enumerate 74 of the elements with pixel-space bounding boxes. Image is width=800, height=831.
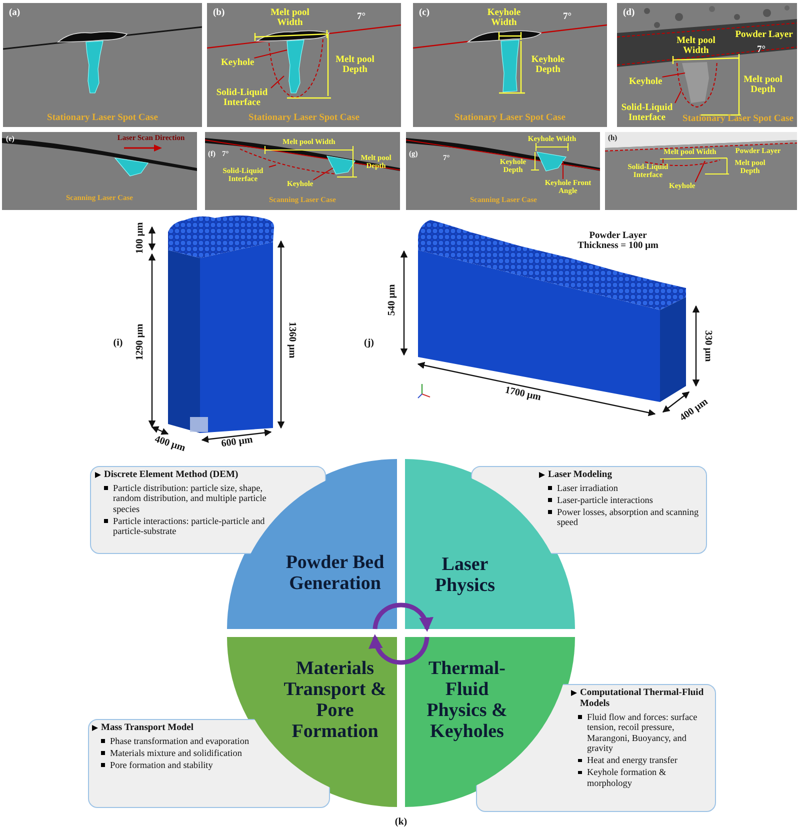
info-box bbox=[90, 466, 326, 554]
sector-title: Materials Transport & Pore Formation bbox=[283, 658, 387, 742]
panel-letter: (c) bbox=[419, 8, 430, 18]
sector-title: Powder Bed Generation bbox=[284, 552, 386, 594]
annotation-label: Solid-Liquid Interface bbox=[213, 88, 271, 108]
panel-caption: Stationary Laser Spot Case bbox=[46, 113, 159, 124]
bullet-item: Power losses, absorption and scanning speed bbox=[547, 506, 707, 528]
annotation-label: 7° bbox=[563, 12, 572, 22]
dimension-label: 400 μm bbox=[678, 396, 710, 424]
bullet-item: Pore formation and stability bbox=[100, 760, 250, 770]
annotation-label: Keyhole Width bbox=[486, 8, 522, 28]
bullet-item: Phase transformation and evaporation bbox=[100, 736, 250, 746]
dimension-label: 540 μm bbox=[386, 284, 398, 316]
curved-arrow bbox=[370, 634, 430, 665]
dimension-label: 600 μm bbox=[220, 434, 254, 450]
annotation-label: 7° bbox=[757, 45, 766, 56]
bullet-item: Particle interactions: particle-particle and particle-substrate bbox=[103, 516, 278, 537]
panel-letter: (a) bbox=[9, 8, 20, 18]
annotation-label: Melt pool Width bbox=[676, 36, 716, 56]
annotation-label: Keyhole bbox=[221, 58, 254, 68]
leader-line bbox=[662, 158, 664, 164]
xray-image-panel bbox=[2, 132, 197, 210]
box-heading: Mass Transport Model bbox=[92, 723, 251, 734]
sector-title: Laser Physics bbox=[434, 554, 496, 596]
panel-letter: (k) bbox=[394, 816, 408, 828]
bullet-item: Laser irradiation bbox=[547, 482, 707, 494]
xray-image-panel bbox=[207, 3, 401, 127]
box-heading: Laser Modeling bbox=[539, 470, 668, 481]
box-heading: Discrete Element Method (DEM) bbox=[95, 470, 274, 481]
dimension-label: 400 μm bbox=[153, 434, 187, 454]
annotation-label: Melt pool Depth bbox=[334, 55, 376, 76]
dimension-label: 100 μm bbox=[134, 222, 146, 254]
bullet-item: Fluid flow and forces: surface tension, recoil pressure, Marangoni, Buoyancy, and gravity bbox=[577, 712, 711, 754]
bullet-item: Materials mixture and solidification bbox=[100, 748, 250, 758]
panel-letter: (b) bbox=[213, 8, 225, 18]
dimension-label: 1290 μm bbox=[134, 324, 146, 360]
panel-caption: Stationary Laser Spot Case bbox=[454, 113, 566, 124]
leader-line bbox=[268, 164, 276, 168]
dimension-label: 1360 μm bbox=[286, 322, 298, 358]
xray-image-panel bbox=[3, 3, 202, 127]
xray-image-panel bbox=[406, 132, 600, 210]
bullet-item: Particle distribution: particle size, shape, random distribution, and multiple particle species bbox=[103, 482, 278, 514]
panel-letter: (j) bbox=[364, 338, 374, 348]
leader-line bbox=[254, 50, 288, 58]
note-label: Powder Layer Thickness = 100 μm bbox=[576, 231, 660, 251]
annotation-label: Powder Layer bbox=[734, 30, 794, 40]
annotation-label: 7° bbox=[357, 12, 366, 22]
leader-line bbox=[562, 160, 564, 180]
xray-image-panel bbox=[413, 3, 607, 127]
annotation-label: Keyhole Depth bbox=[530, 55, 566, 76]
annotation-label: Melt pool Width bbox=[270, 8, 310, 28]
bullet-item: Keyhole formation & morphology bbox=[577, 767, 711, 789]
annotation-label: Melt pool Depth bbox=[742, 75, 784, 96]
sector-title: Thermal-Fluid Physics & Keyholes bbox=[426, 658, 508, 742]
info-box bbox=[471, 466, 707, 554]
leader-line bbox=[694, 160, 706, 182]
leader-line bbox=[674, 90, 682, 104]
curved-arrow bbox=[372, 602, 432, 632]
leader-line bbox=[312, 168, 334, 180]
annotation-label: Keyhole bbox=[629, 77, 662, 88]
bullet-item: Laser-particle interactions bbox=[547, 494, 707, 506]
annotation-label: Solid-Liquid Interface bbox=[619, 103, 675, 124]
leader-line bbox=[270, 76, 284, 88]
xray-image-panel bbox=[605, 132, 797, 210]
panel-letter: (d) bbox=[623, 8, 635, 18]
bullet-item: Heat and energy transfer bbox=[577, 755, 711, 766]
panel-caption: Stationary Laser Spot Case bbox=[682, 114, 794, 124]
box-heading: Computational Thermal-Fluid Models bbox=[571, 688, 708, 710]
xray-image-panel bbox=[205, 132, 400, 210]
panel-letter: (i) bbox=[113, 338, 123, 348]
panel-caption: Stationary Laser Spot Case bbox=[248, 113, 360, 124]
leader-line bbox=[662, 72, 686, 78]
dimension-label: 330 μm bbox=[702, 330, 714, 362]
dimension-label: 1700 μm bbox=[504, 384, 542, 404]
